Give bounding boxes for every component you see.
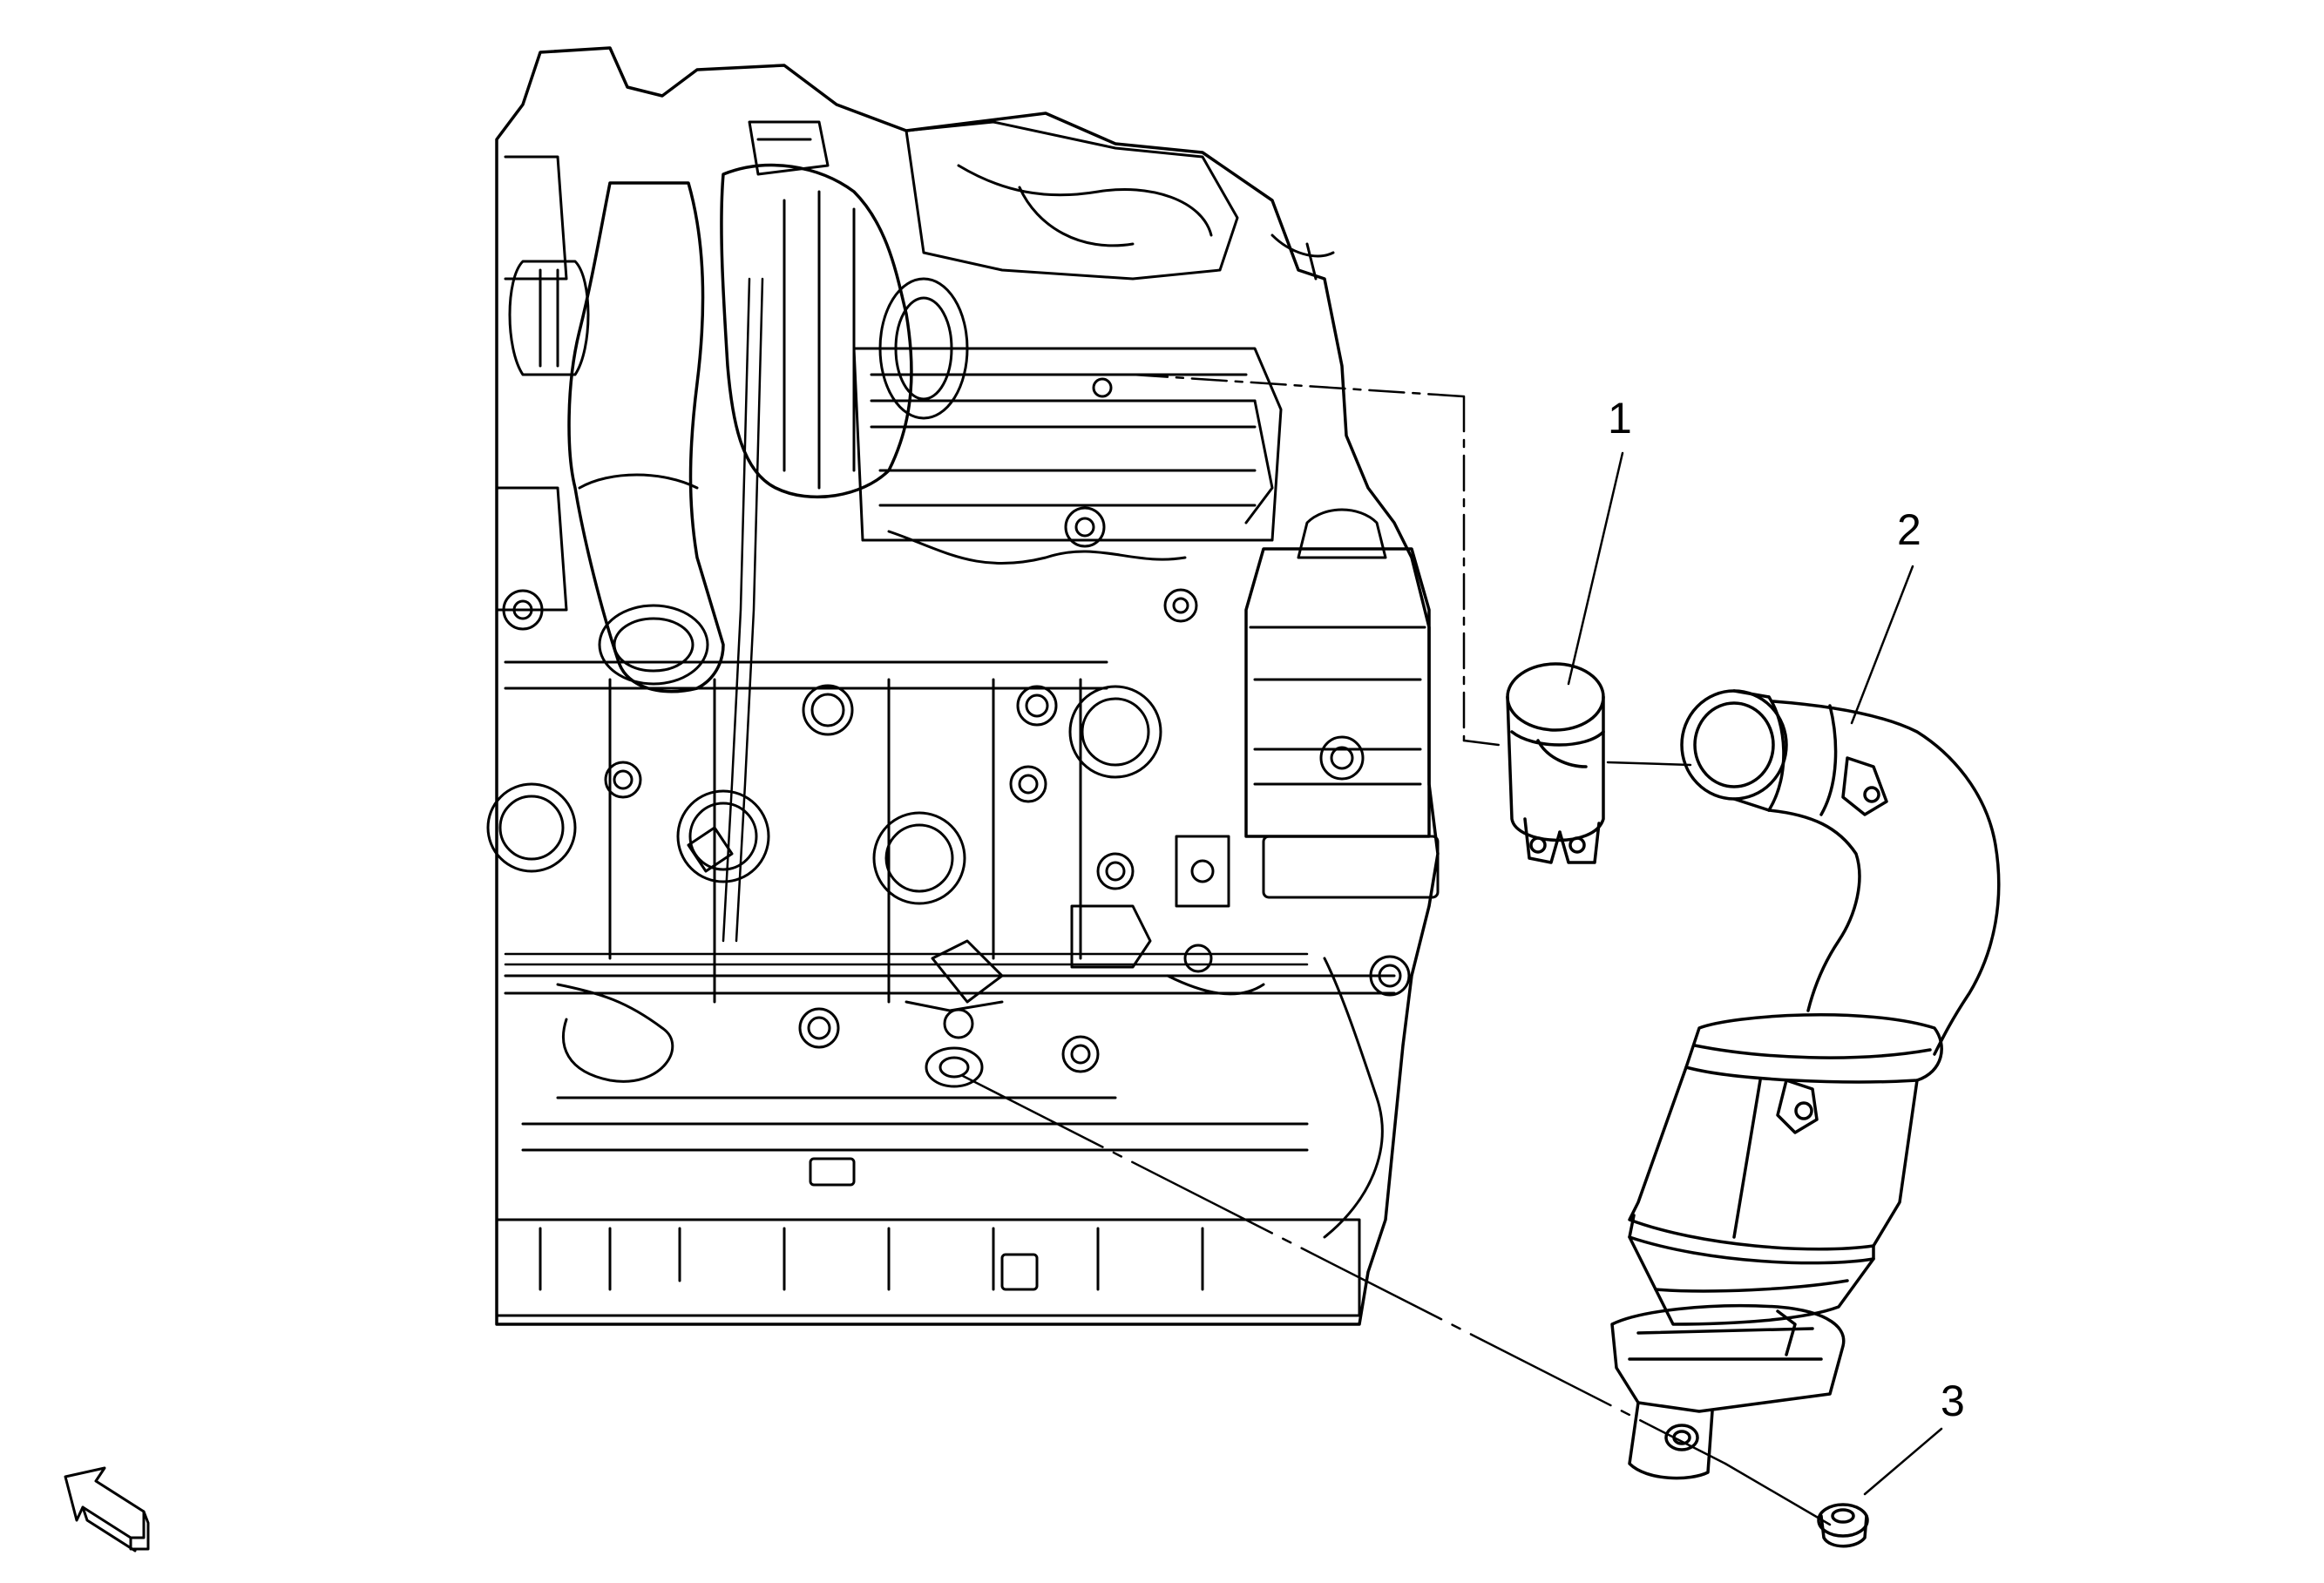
front-direction-arrow-icon <box>64 1466 150 1553</box>
callout-2: 2 <box>1897 505 1921 554</box>
flange-bolt <box>1817 1503 1869 1548</box>
alignment-lines <box>961 373 1943 1526</box>
leader-line-1 <box>1567 451 1624 686</box>
engine-block <box>486 46 1440 1326</box>
exhaust-pipe-catalytic-converter <box>1610 689 2001 1480</box>
callout-1: 1 <box>1608 394 1632 443</box>
callout-3: 3 <box>1941 1377 1965 1425</box>
exhaust-clamp <box>1506 662 1605 864</box>
leader-line-3 <box>1863 1427 1943 1496</box>
leader-line-2 <box>1850 565 1914 725</box>
